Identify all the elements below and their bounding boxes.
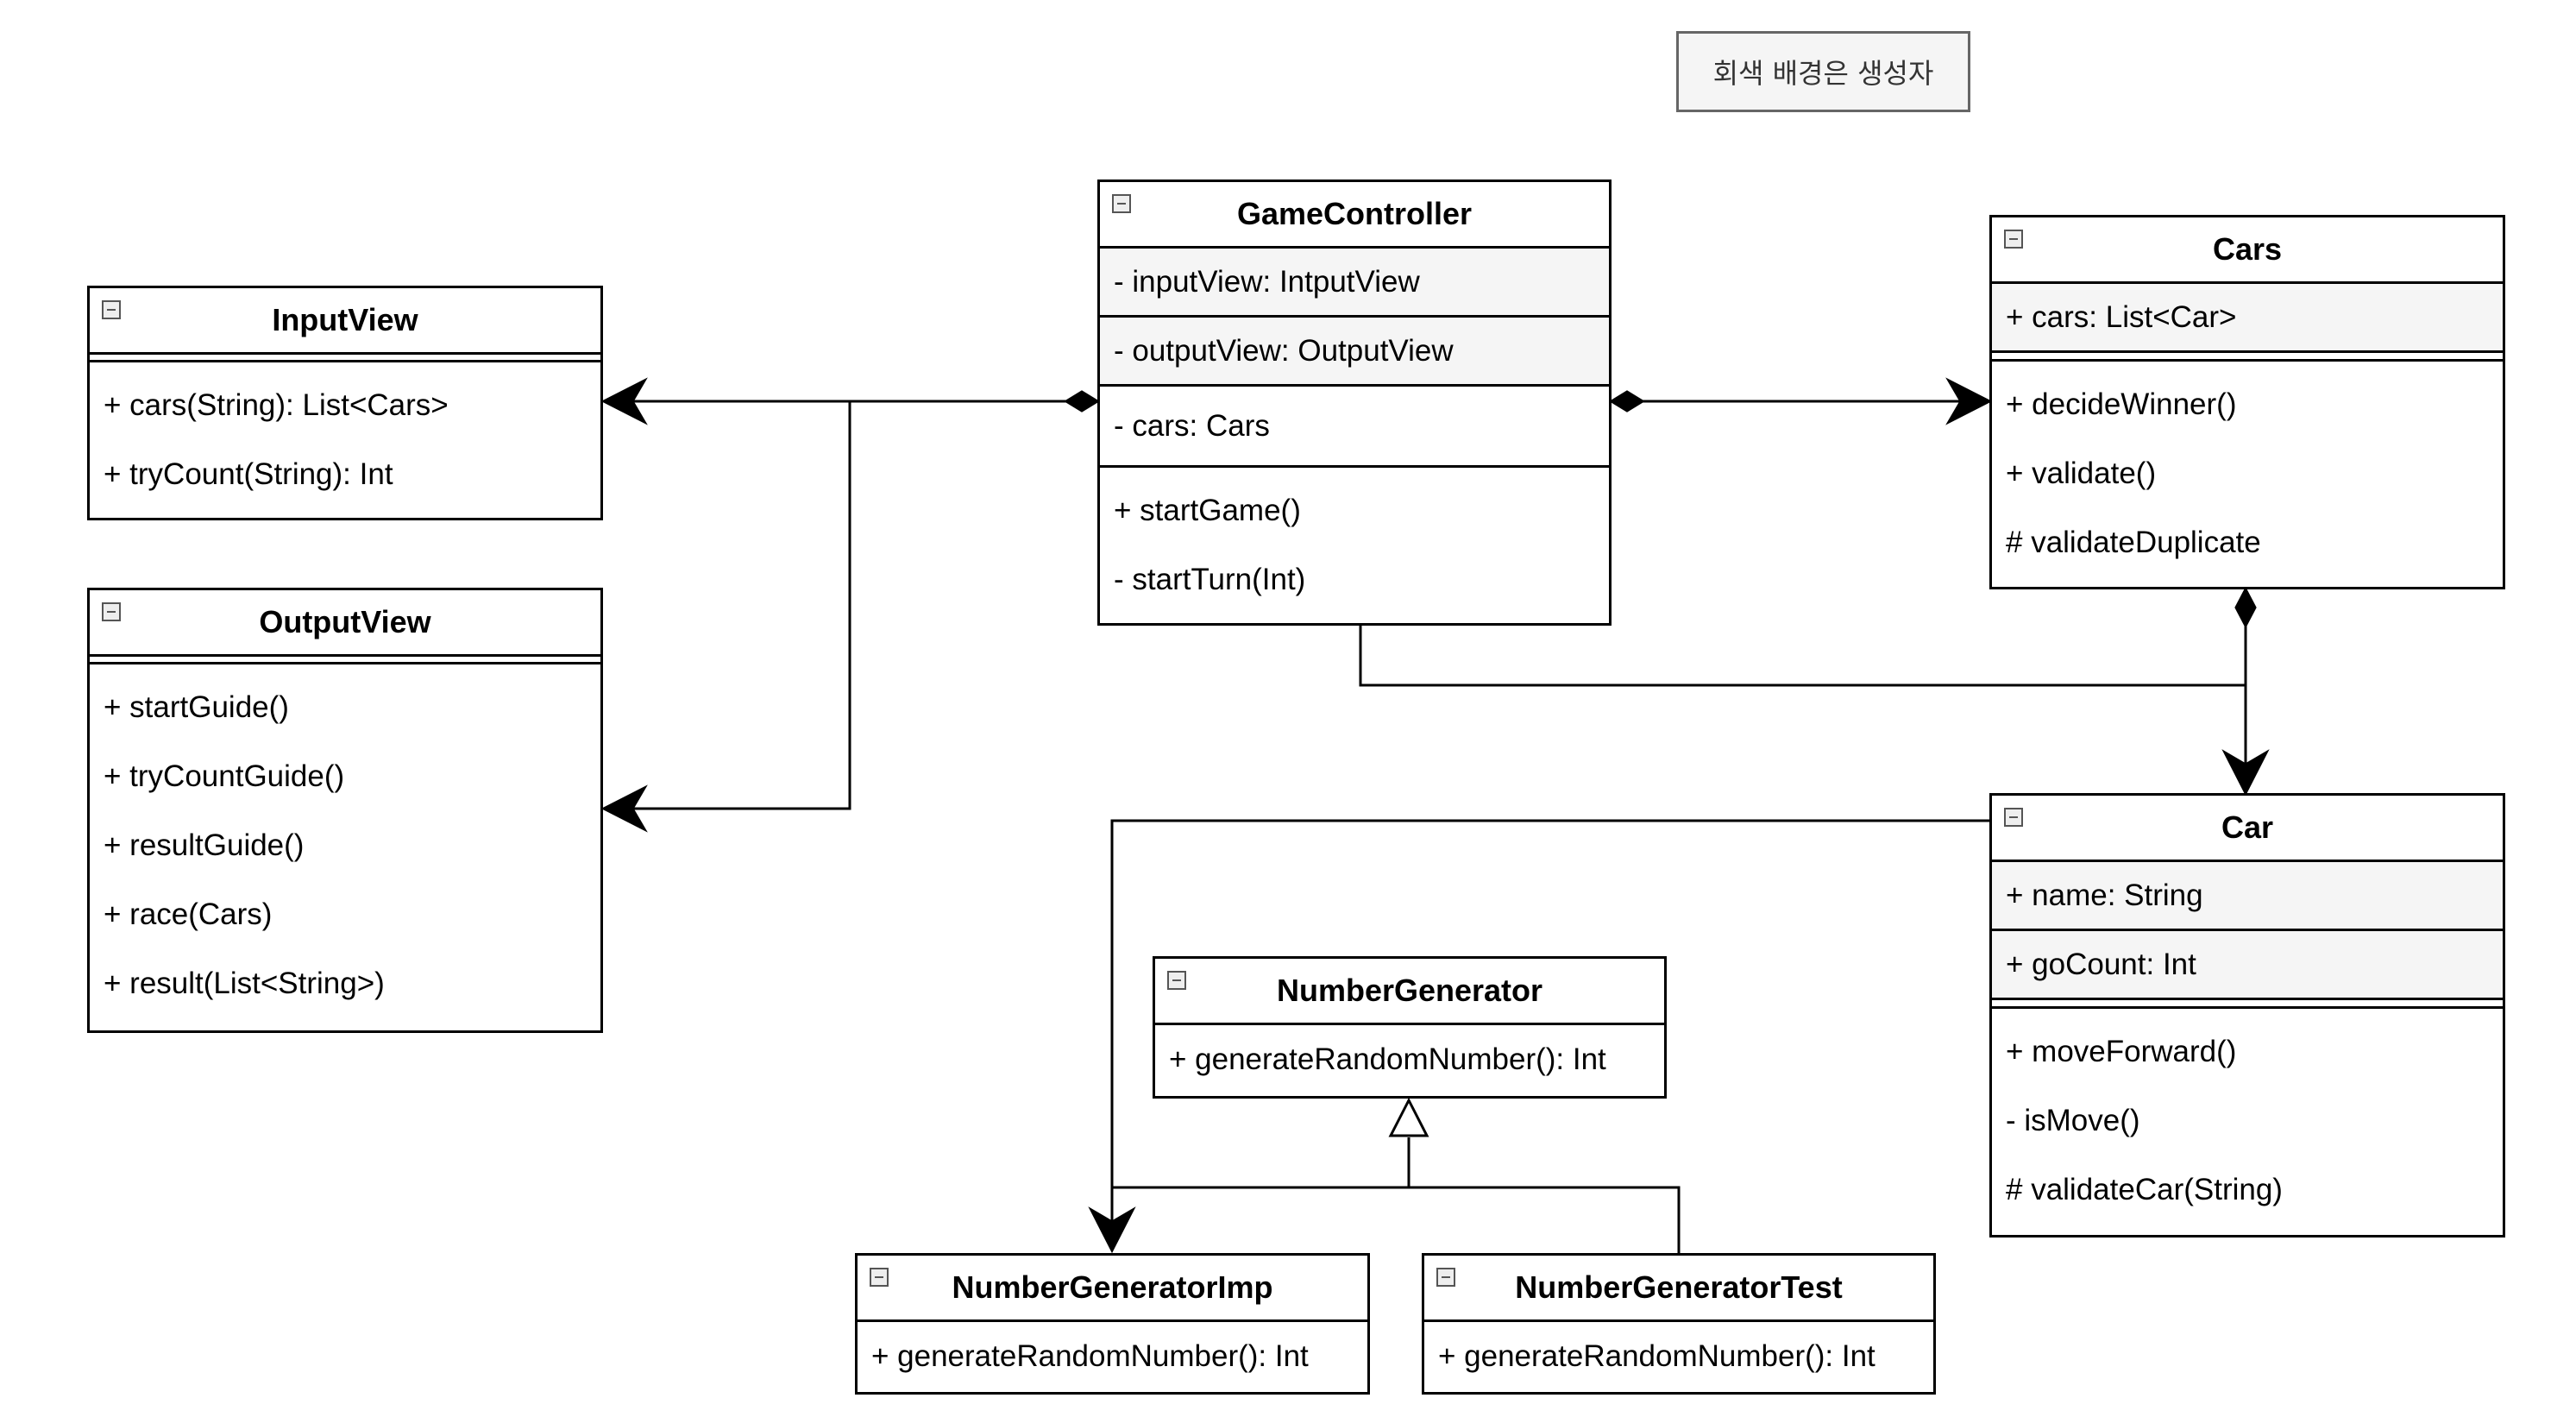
edge-car-to-numbergeneratorimp [1110,819,1989,1227]
class-name: NumberGeneratorTest [1515,1269,1843,1305]
collapse-icon[interactable] [1112,194,1131,213]
arrowhead-numbergeneratorimp [1088,1206,1136,1254]
composition-diamond-cars-bottom [2234,586,2257,629]
method-row: + resultGuide() [104,828,305,862]
class-numbergenerator[interactable]: NumberGenerator + generateRandomNumber()… [1153,956,1667,1099]
method-row: + result(List<String>) [104,967,385,1000]
class-header: NumberGeneratorTest [1424,1256,1933,1322]
attribute-divider [90,355,600,362]
arrowhead-car [2221,749,2270,797]
field-row: - cars: Cars [1100,387,1609,468]
constructor-field-row: - inputView: IntputView [1100,249,1609,318]
class-numbergeneratortest[interactable]: NumberGeneratorTest + generateRandomNumb… [1422,1253,1936,1395]
attribute-divider [90,657,600,664]
class-numbergeneratorimp[interactable]: NumberGeneratorImp + generateRandomNumbe… [855,1253,1370,1395]
class-header: Cars [1992,217,2503,284]
legend-note: 회색 배경은 생성자 [1676,31,1970,112]
collapse-icon[interactable] [2004,808,2023,827]
class-gamecontroller[interactable]: GameController - inputView: IntputView -… [1097,179,1612,626]
method-row: + decideWinner() [2006,387,2237,421]
class-header: NumberGeneratorImp [858,1256,1367,1322]
edge-controller-to-car [1359,626,2246,687]
constructor-field-row: + cars: List<Car> [1992,284,2503,353]
class-inputview[interactable]: InputView + cars(String): List<Cars> + t… [87,286,603,520]
constructor-field-row: - outputView: OutputView [1100,318,1609,387]
class-name: InputView [272,302,418,337]
constructor-field-row: + name: String [1992,862,2503,931]
class-header: InputView [90,288,600,355]
class-name: NumberGenerator [1276,973,1543,1008]
collapse-icon[interactable] [102,602,121,621]
method-row: + tryCount(String): Int [104,457,393,491]
edge-imp-realizes-numbergenerator [1112,1137,1411,1189]
class-header: NumberGenerator [1155,959,1664,1025]
class-outputview[interactable]: OutputView + startGuide() + tryCountGuid… [87,588,603,1033]
class-header: OutputView [90,590,600,657]
method-row: + generateRandomNumber(): Int [871,1339,1309,1373]
attribute-divider [1992,353,2503,362]
attribute-divider [1992,1000,2503,1009]
method-row: + moveForward() [2006,1035,2237,1068]
composition-diamond-controller-left [1064,390,1100,413]
edge-test-realizes-numbergenerator [1409,1186,1681,1253]
class-name: Cars [2212,231,2283,267]
collapse-icon[interactable] [1436,1268,1455,1287]
arrowhead-inputview [600,377,648,425]
collapse-icon[interactable] [2004,230,2023,249]
method-row: + cars(String): List<Cars> [104,388,449,422]
method-row: + startGame() [1114,494,1301,527]
class-car[interactable]: Car + name: String + goCount: Int + move… [1989,793,2505,1238]
constructor-field-row: + goCount: Int [1992,931,2503,1000]
collapse-icon[interactable] [1167,971,1186,990]
class-name: GameController [1236,196,1473,231]
class-header: GameController [1100,182,1609,249]
method-row: - startTurn(Int) [1114,563,1306,596]
method-row: + validate() [2006,457,2157,490]
method-row: + generateRandomNumber(): Int [1169,1042,1606,1076]
collapse-icon[interactable] [102,300,121,319]
method-row: - isMove() [2006,1104,2140,1137]
class-name: OutputView [259,604,431,639]
class-header: Car [1992,796,2503,862]
composition-diamond-controller-right [1609,390,1645,413]
class-cars[interactable]: Cars + cars: List<Car> + decideWinner() … [1989,215,2505,589]
class-name: Car [2221,809,2274,845]
class-name: NumberGeneratorImp [952,1269,1273,1305]
method-row: # validateDuplicate [2006,526,2261,559]
arrowhead-outputview [600,784,648,833]
collapse-icon[interactable] [870,1268,889,1287]
realization-triangle-numbergenerator [1388,1097,1429,1137]
arrowhead-cars [1945,377,1993,425]
method-row: + tryCountGuide() [104,759,345,793]
method-row: # validateCar(String) [2006,1173,2283,1206]
method-row: + startGuide() [104,690,289,724]
method-row: + race(Cars) [104,897,273,931]
edge-controller-to-outputview [621,401,851,810]
method-row: + generateRandomNumber(): Int [1438,1339,1875,1373]
